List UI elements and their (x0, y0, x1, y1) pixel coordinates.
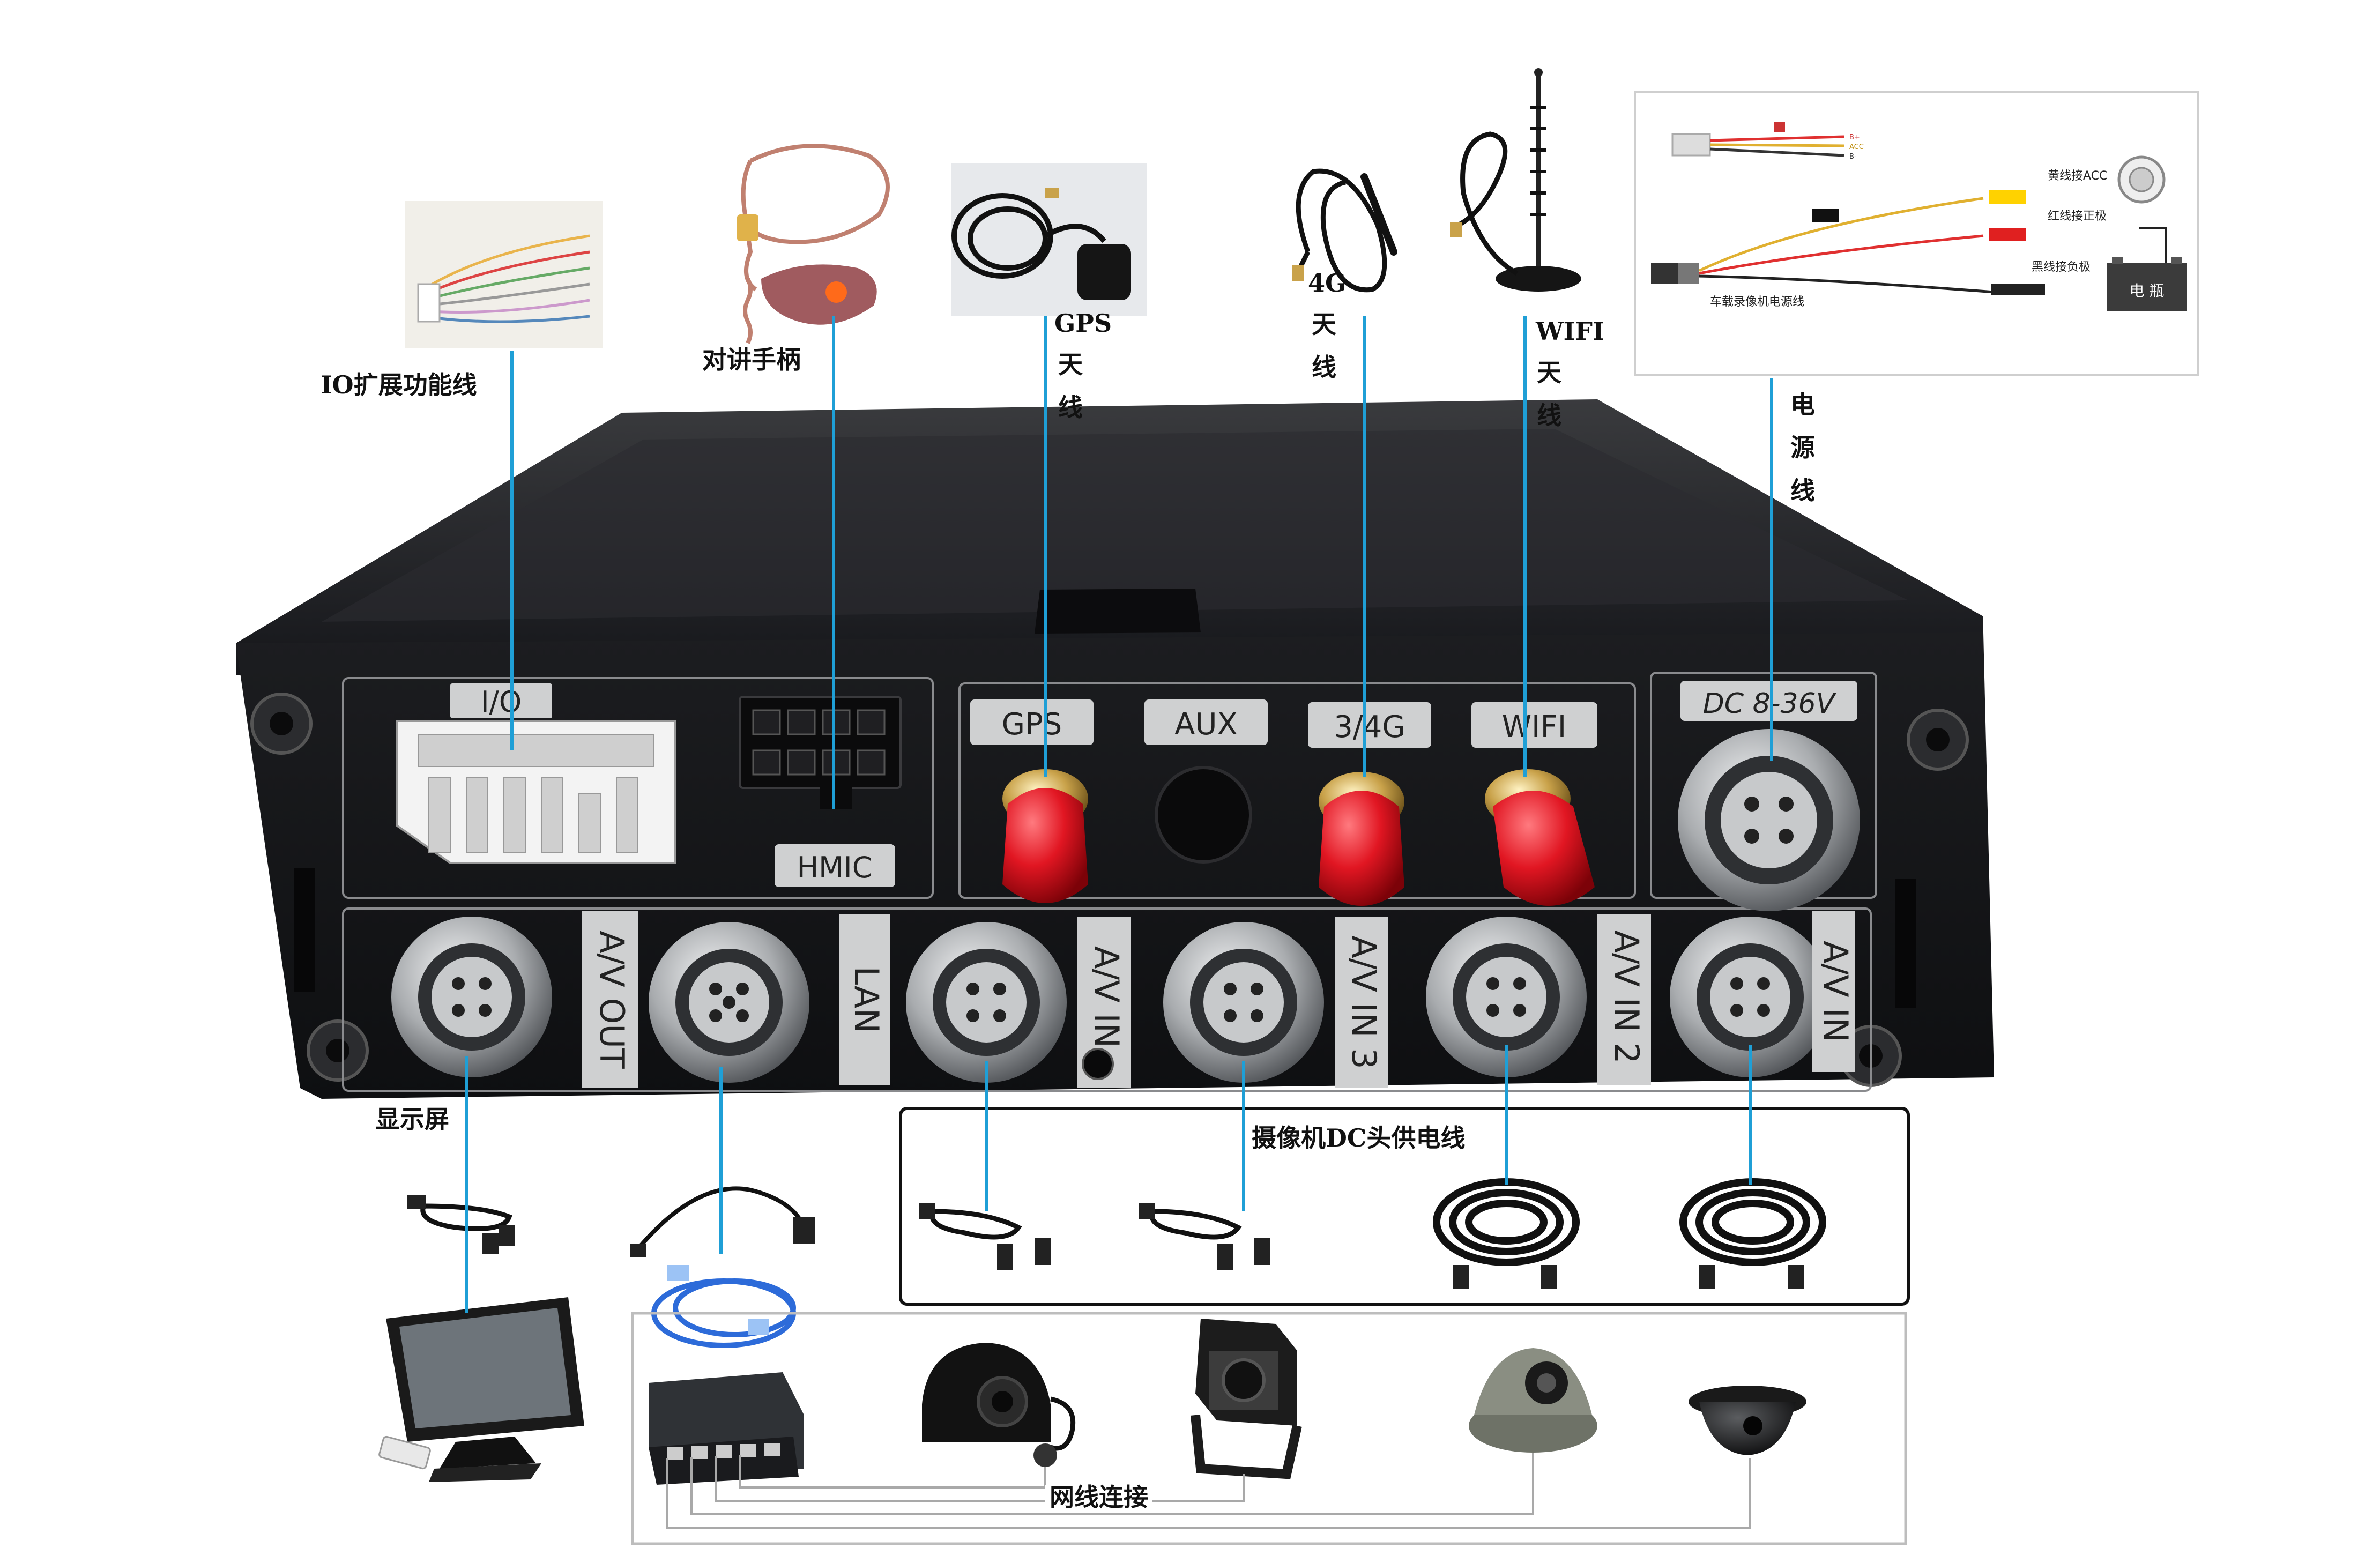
display-callout: 显示屏 (375, 1105, 449, 1134)
battery-label: 电 瓶 (2130, 282, 2165, 300)
lan-label: LAN (847, 966, 886, 1033)
4g-callout-head: 4G (1308, 269, 1347, 297)
power-cable-callout: 电源线 (1790, 390, 1815, 505)
display-cable-photo (407, 1195, 515, 1254)
network-switch-photo (649, 1372, 804, 1485)
short-dc-cable (1139, 1203, 1270, 1270)
pin-bplus: B+ (1849, 133, 1860, 142)
dc-port-label: DC 8-36V (1703, 688, 1837, 720)
camera-dc-callout: 摄像机DC头供电线 (1252, 1123, 1466, 1152)
io-cable-photo (405, 201, 603, 348)
display-monitor-photo (378, 1297, 584, 1482)
av-in-1-port: A/V IN (1670, 911, 1855, 1077)
screw (250, 693, 313, 755)
inset-caption: 车载录像机电源线 (1710, 295, 1804, 309)
g34-port-label-plate: 3/4G (1308, 702, 1431, 748)
connector-lines (465, 316, 1773, 1313)
hmic-port: HMIC (739, 696, 902, 887)
dvr-device: I/O HMIC GPS (236, 399, 1994, 1099)
screw (307, 1019, 369, 1082)
4g-antenna-photo (1292, 168, 1397, 293)
av-in-3-port: A/V IN 3 (1163, 917, 1388, 1088)
inset-black-label: 黑线接负极 (2032, 261, 2091, 274)
lan-cable-photo (630, 1186, 815, 1348)
handset-callout: 对讲手柄 (702, 345, 801, 374)
av-in-label: A/V IN (1087, 946, 1126, 1048)
gps-callout-head: GPS (1054, 309, 1112, 338)
mini-dome-camera-photo (1689, 1386, 1806, 1455)
inset-yellow-label: 黄线接ACC (2048, 169, 2107, 183)
av-in2-label: A/V IN 2 (1607, 930, 1646, 1063)
handset-photo (737, 144, 890, 344)
aux-port (1155, 766, 1252, 864)
io-port: I/O (396, 683, 676, 864)
av-in1-label: A/V IN (1816, 941, 1855, 1043)
wifi-port-label: WIFI (1502, 710, 1567, 745)
short-dc-cable (919, 1203, 1051, 1270)
dc-power-port: DC 8-36V (1678, 681, 1860, 911)
pin-acc: ACC (1849, 143, 1864, 151)
power-cable-inset: B+ ACC B- 黄线接ACC 红线接正极 黑线接负极 电 瓶 车载录像机电源… (1634, 91, 2199, 376)
network-callout: 网线连接 (1045, 1485, 1152, 1509)
wifi-callout-head: WIFI (1536, 317, 1604, 346)
wifi-sma-connector (1485, 769, 1595, 906)
network-connection-box (631, 1312, 1907, 1545)
side-mount-camera-photo (922, 1343, 1076, 1467)
aux-port-label-plate: AUX (1144, 699, 1268, 745)
coiled-extension-cable (1433, 1178, 1580, 1289)
av-out-label: A/V OUT (592, 931, 631, 1069)
av-out-port: A/V OUT (391, 911, 638, 1088)
io-port-label: I/O (481, 685, 522, 719)
gps-port-label-plate: GPS (970, 699, 1094, 745)
aux-port-label: AUX (1174, 707, 1238, 742)
4g-callout-tail: 天线 (1312, 310, 1336, 382)
hmic-label: HMIC (797, 851, 873, 884)
wifi-port-label-plate: WIFI (1471, 702, 1597, 748)
lan-port: LAN (649, 914, 890, 1085)
gps-port-label: GPS (1002, 707, 1062, 742)
av-in-4-port: A/V IN (906, 917, 1131, 1088)
gps-sma-connector (1002, 769, 1088, 903)
bracket-camera-photo (1191, 1319, 1302, 1479)
g34-port-label: 3/4G (1334, 710, 1405, 745)
pin-bminus: B- (1849, 153, 1857, 161)
screw (1907, 709, 1969, 771)
inset-red-label: 红线接正极 (2048, 210, 2107, 223)
vandal-dome-camera-photo (1469, 1348, 1597, 1453)
av-in3-label: A/V IN 3 (1344, 935, 1384, 1069)
gps-callout-tail: 天线 (1058, 350, 1083, 422)
gps-antenna-photo (951, 163, 1147, 316)
wifi-antenna-photo (1450, 68, 1581, 292)
4g-sma-connector (1319, 772, 1404, 906)
coiled-extension-cable (1679, 1178, 1826, 1289)
av-in-2-port: A/V IN 2 (1426, 914, 1651, 1085)
io-cable-callout: IO扩展功能线 (321, 370, 477, 399)
wifi-callout-tail: 天线 (1537, 358, 1561, 430)
camera-dc-cable-box (899, 1107, 1910, 1306)
